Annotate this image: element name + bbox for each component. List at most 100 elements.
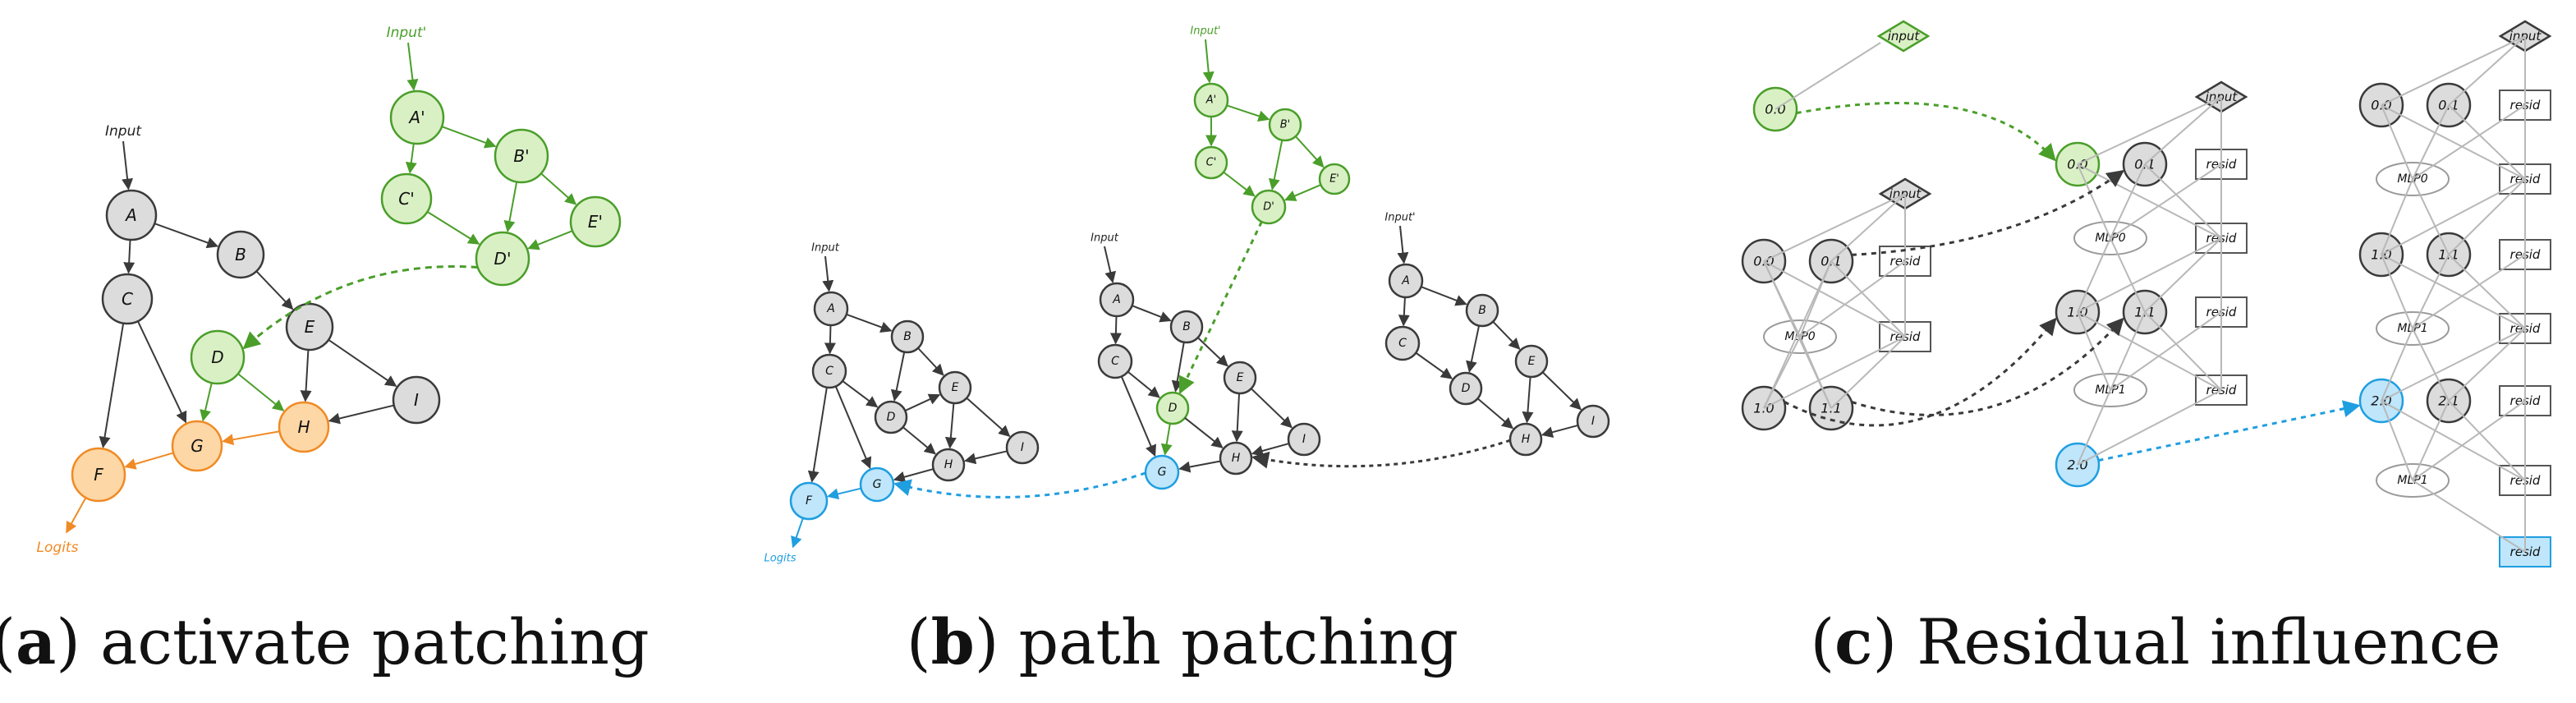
residual-connection	[2412, 104, 2526, 180]
node-rH	[1508, 422, 1543, 457]
residual-connection	[2448, 254, 2526, 329]
residual-connection	[2144, 237, 2222, 313]
node-C	[101, 273, 154, 325]
node-rC	[1384, 325, 1421, 361]
residual-connection	[2381, 35, 2526, 106]
edge	[966, 397, 1011, 437]
edge	[1283, 184, 1321, 201]
edge	[405, 143, 417, 174]
label-input-prime: Input'	[387, 25, 427, 41]
node-H	[931, 448, 966, 482]
edge	[1421, 286, 1467, 306]
node-D	[874, 400, 908, 434]
node-label-rD: D	[1462, 382, 1471, 395]
node-label-D: D	[211, 347, 223, 367]
node-label-mA: A	[1112, 293, 1121, 306]
residual-connection	[2381, 178, 2526, 255]
edge	[1184, 417, 1224, 448]
edge	[1398, 296, 1410, 327]
node-label-mC: C	[1111, 355, 1119, 368]
node-label-F: F	[806, 494, 813, 508]
node-label-A: A	[826, 302, 835, 315]
edge	[822, 255, 834, 292]
edge	[255, 270, 294, 310]
node-label-D: D	[887, 411, 896, 424]
residual-connection	[2077, 389, 2222, 466]
node-label-E: E	[305, 317, 315, 337]
node-mA	[1099, 282, 1135, 318]
label-input: Input	[105, 123, 142, 140]
node-label-mD: D	[1169, 402, 1178, 415]
edge	[136, 320, 187, 424]
residual-connection	[2144, 311, 2222, 391]
edge	[328, 338, 397, 387]
residual-connection	[1763, 193, 1906, 262]
node-label-A2: A'	[407, 108, 425, 127]
node-label-F: F	[94, 465, 103, 485]
residual-connection	[2144, 163, 2222, 239]
node-label-rC: C	[1398, 337, 1407, 350]
edge	[406, 42, 419, 91]
node-B2	[494, 128, 549, 184]
node-label-mI: I	[1302, 433, 1306, 446]
patch-arrow-green	[1178, 221, 1263, 394]
residual-connection	[2077, 237, 2111, 313]
panel-c-residual-influence: input0.0input0.00.1residMLP0resid1.01.1i…	[1741, 20, 2552, 567]
node-E	[938, 370, 972, 405]
label-logits: Logits	[765, 553, 797, 565]
edge	[1171, 342, 1185, 393]
residual-connection	[2412, 480, 2526, 553]
edge	[917, 347, 944, 376]
node-rE	[1514, 344, 1549, 379]
residual-connection	[2448, 400, 2526, 481]
node-rI	[1576, 404, 1610, 439]
residual-connection	[2412, 400, 2526, 481]
node-A	[105, 189, 158, 241]
edge	[1415, 352, 1453, 379]
residual-connection	[2412, 254, 2526, 329]
node-G	[171, 420, 223, 472]
label-input-top: Input'	[1190, 25, 1220, 38]
node-label-C: C	[122, 289, 133, 309]
node-label-tC: C'	[1206, 157, 1217, 169]
node-label-D2: D'	[494, 249, 512, 269]
patch-arrow-gray-top	[1851, 170, 2124, 256]
edge	[1541, 424, 1578, 439]
residual-connection	[2144, 96, 2222, 165]
edge	[842, 380, 879, 408]
residual-connection	[2381, 104, 2413, 180]
node-I	[1005, 430, 1040, 465]
residual-connection	[2381, 254, 2413, 329]
edge	[1295, 136, 1325, 168]
residual-connection	[2381, 178, 2413, 255]
node-label-I: I	[1021, 441, 1024, 454]
edge	[1109, 315, 1122, 345]
edge	[1160, 423, 1173, 456]
edge	[1251, 443, 1289, 457]
edge	[300, 349, 312, 402]
edge	[1197, 337, 1228, 367]
residual-connection	[2412, 400, 2450, 481]
caption-c: (c) Residual influence	[1811, 605, 2501, 678]
node-label-rB: B	[1478, 304, 1486, 317]
node-rD	[1449, 371, 1483, 406]
edge	[426, 211, 480, 245]
edge	[123, 239, 135, 274]
residual-connection	[2077, 163, 2222, 239]
residual-connection	[2412, 328, 2450, 402]
node-I	[392, 375, 441, 425]
node-label-mE: E	[1237, 371, 1244, 384]
label-input-left: Input	[811, 242, 840, 255]
edge	[1132, 305, 1172, 323]
label-logits: Logits	[37, 540, 79, 556]
edge	[1223, 171, 1256, 197]
node-label-tB: B'	[1280, 119, 1291, 131]
node-D	[190, 329, 246, 385]
edge	[1104, 246, 1117, 283]
residual-connection	[1830, 336, 1906, 409]
residual-connection	[1830, 260, 1906, 338]
edge	[222, 430, 280, 446]
residual-connection	[2412, 178, 2450, 255]
node-E2	[569, 195, 622, 248]
